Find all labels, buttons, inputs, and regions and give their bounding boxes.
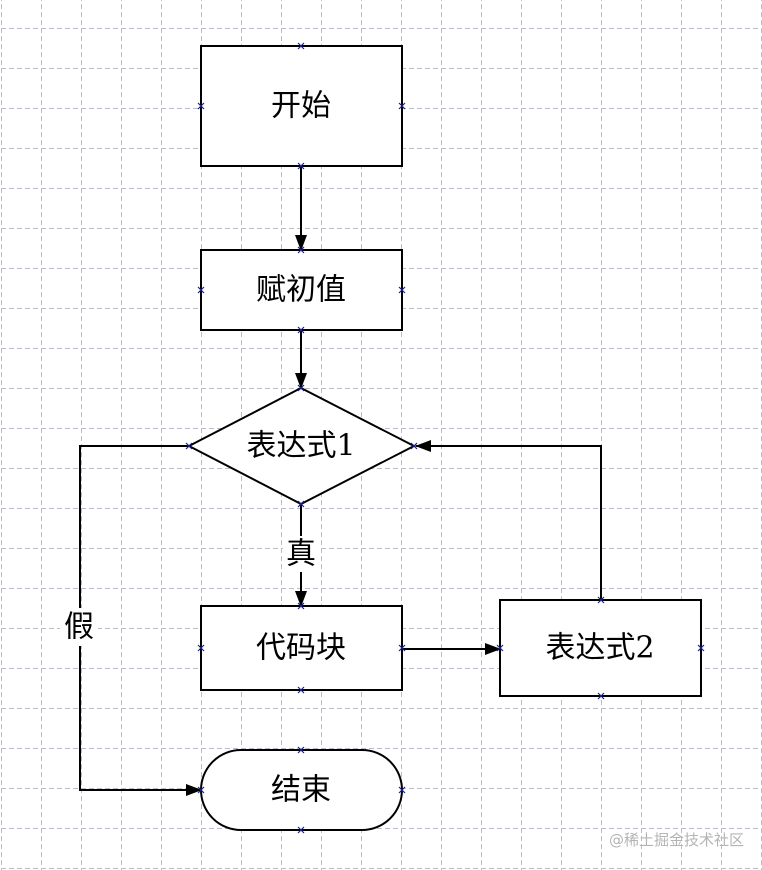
connection-point-icon — [297, 826, 305, 834]
connection-point-icon — [185, 442, 193, 450]
edge-label-false: 假 — [64, 610, 94, 645]
node-start-label: 开始 — [271, 89, 331, 124]
node-cond-label: 表达式1 — [246, 429, 355, 464]
connection-point-icon — [597, 596, 605, 604]
connection-point-icon — [398, 286, 406, 294]
edge-label-false-bg — [60, 608, 98, 646]
connection-point-icon — [197, 102, 205, 110]
watermark: @稀土掘金技术社区 — [608, 831, 744, 849]
connection-point-icon — [496, 644, 504, 652]
node-step-label: 表达式2 — [545, 631, 654, 666]
connection-point-icon — [297, 746, 305, 754]
connection-points — [185, 42, 705, 834]
connection-point-icon — [297, 326, 305, 334]
connection-point-icon — [297, 384, 305, 392]
edge-step-to-cond[interactable] — [415, 440, 602, 600]
connection-point-icon — [597, 692, 605, 700]
node-body-label: 代码块 — [256, 631, 346, 666]
connection-point-icon — [398, 786, 406, 794]
connection-point-icon — [197, 644, 205, 652]
node-end-label: 结束 — [271, 773, 331, 808]
connection-point-icon — [297, 42, 305, 50]
connection-point-icon — [697, 644, 705, 652]
connection-point-icon — [410, 442, 418, 450]
connection-point-icon — [197, 786, 205, 794]
connection-point-icon — [297, 162, 305, 170]
connection-point-icon — [297, 246, 305, 254]
edge-label-true-bg — [283, 536, 319, 572]
connection-point-icon — [398, 644, 406, 652]
connection-point-icon — [297, 686, 305, 694]
connection-point-icon — [297, 602, 305, 610]
node-init-label: 赋初值 — [256, 273, 346, 308]
edge-label-true: 真 — [286, 537, 316, 572]
connection-point-icon — [398, 102, 406, 110]
connection-point-icon — [297, 500, 305, 508]
connection-point-icon — [197, 286, 205, 294]
